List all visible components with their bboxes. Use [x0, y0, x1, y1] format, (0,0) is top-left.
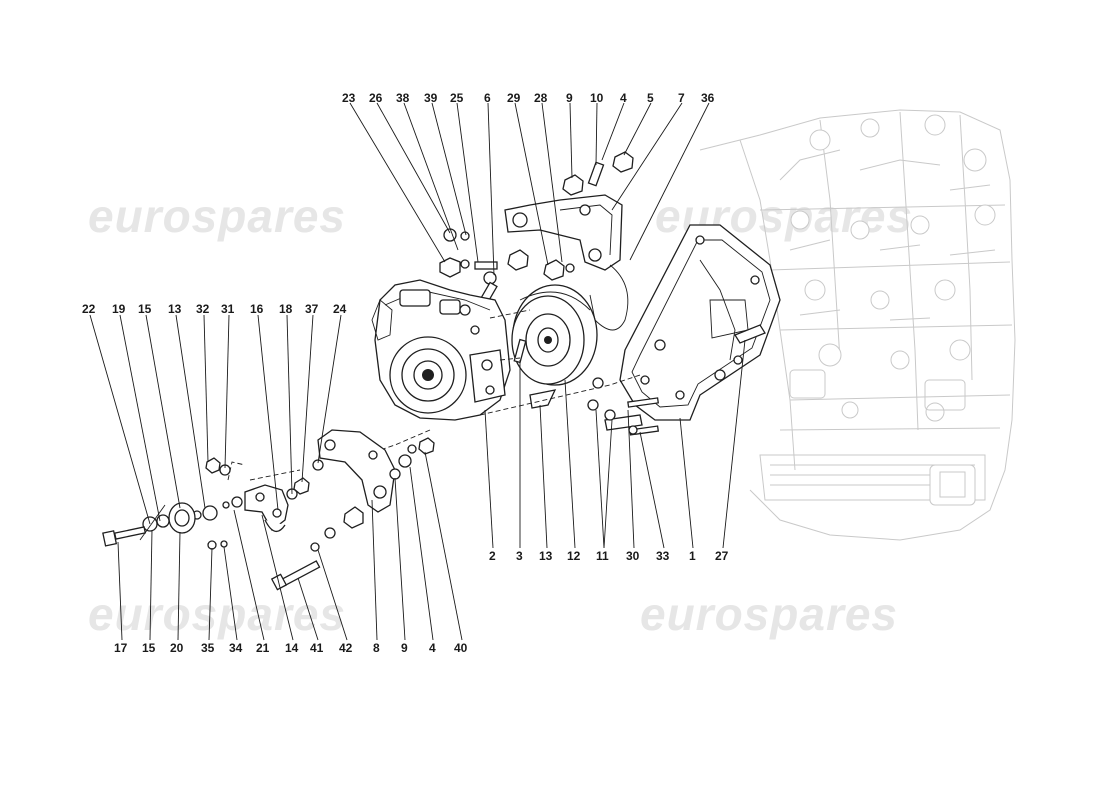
watermark-bottom-left: eurospares — [88, 588, 346, 640]
part-label-40: 40 — [454, 641, 468, 655]
part-label-38: 38 — [396, 91, 410, 105]
part-label-15-left: 15 — [138, 302, 152, 316]
part-label-20: 20 — [170, 641, 184, 655]
top-fasteners — [439, 151, 634, 307]
part-label-23: 23 — [342, 91, 356, 105]
housing-studs — [627, 397, 660, 436]
part-label-8: 8 — [373, 641, 380, 655]
part-label-22: 22 — [82, 302, 96, 316]
compressor — [371, 279, 511, 421]
watermark-top-left: eurospares — [88, 190, 346, 242]
top-label-row: 23 26 38 39 25 6 29 28 9 10 4 5 7 36 — [342, 91, 715, 105]
upper-bracket — [504, 194, 629, 331]
part-label-6: 6 — [484, 91, 491, 105]
part-label-39: 39 — [424, 91, 438, 105]
part-label-9-bottom: 9 — [401, 641, 408, 655]
part-label-42: 42 — [339, 641, 353, 655]
part-label-33: 33 — [656, 549, 670, 563]
clutch-pulley — [511, 284, 598, 409]
part-label-25: 25 — [450, 91, 464, 105]
left-label-row: 22 19 15 13 32 31 16 18 37 24 — [82, 302, 347, 316]
part-label-41: 41 — [310, 641, 324, 655]
part-label-13-right: 13 — [539, 549, 553, 563]
lower-bracket — [317, 429, 396, 513]
part-label-21: 21 — [256, 641, 270, 655]
part-label-18: 18 — [279, 302, 293, 316]
bell-housing — [604, 224, 781, 431]
part-label-4-top: 4 — [620, 91, 627, 105]
part-label-34: 34 — [229, 641, 243, 655]
engine-block-outline — [699, 109, 1016, 541]
part-label-35: 35 — [201, 641, 215, 655]
part-label-3: 3 — [516, 549, 523, 563]
part-label-27: 27 — [715, 549, 729, 563]
tensioner-assembly — [102, 457, 324, 550]
bracket-fasteners — [270, 437, 435, 591]
part-label-30: 30 — [626, 549, 640, 563]
part-label-5: 5 — [647, 91, 654, 105]
part-label-19: 19 — [112, 302, 126, 316]
watermark-group: eurospares eurospares eurospares eurospa… — [88, 190, 912, 640]
part-label-9-top: 9 — [566, 91, 573, 105]
part-label-14: 14 — [285, 641, 299, 655]
bottom-label-row: 17 15 20 35 34 21 14 41 42 8 9 4 40 — [114, 641, 468, 655]
part-label-28: 28 — [534, 91, 548, 105]
part-label-15-bottom: 15 — [142, 641, 156, 655]
part-label-13-left: 13 — [168, 302, 182, 316]
part-label-32: 32 — [196, 302, 210, 316]
part-label-16: 16 — [250, 302, 264, 316]
part-label-10: 10 — [590, 91, 604, 105]
leader-lines — [89, 102, 746, 641]
part-label-29: 29 — [507, 91, 521, 105]
part-label-11: 11 — [596, 549, 609, 563]
watermark-bottom-right: eurospares — [640, 588, 898, 640]
part-label-1: 1 — [689, 549, 696, 563]
part-label-37: 37 — [305, 302, 319, 316]
part-label-4-bottom: 4 — [429, 641, 436, 655]
part-label-26: 26 — [369, 91, 383, 105]
right-label-row: 2 3 13 12 11 30 33 1 27 — [489, 549, 729, 563]
part-label-12: 12 — [567, 549, 581, 563]
part-label-31: 31 — [221, 302, 235, 316]
part-label-7: 7 — [678, 91, 685, 105]
part-label-24: 24 — [333, 302, 347, 316]
part-label-2: 2 — [489, 549, 496, 563]
part-label-17: 17 — [114, 641, 128, 655]
center-washers — [587, 377, 616, 421]
part-label-36: 36 — [701, 91, 715, 105]
